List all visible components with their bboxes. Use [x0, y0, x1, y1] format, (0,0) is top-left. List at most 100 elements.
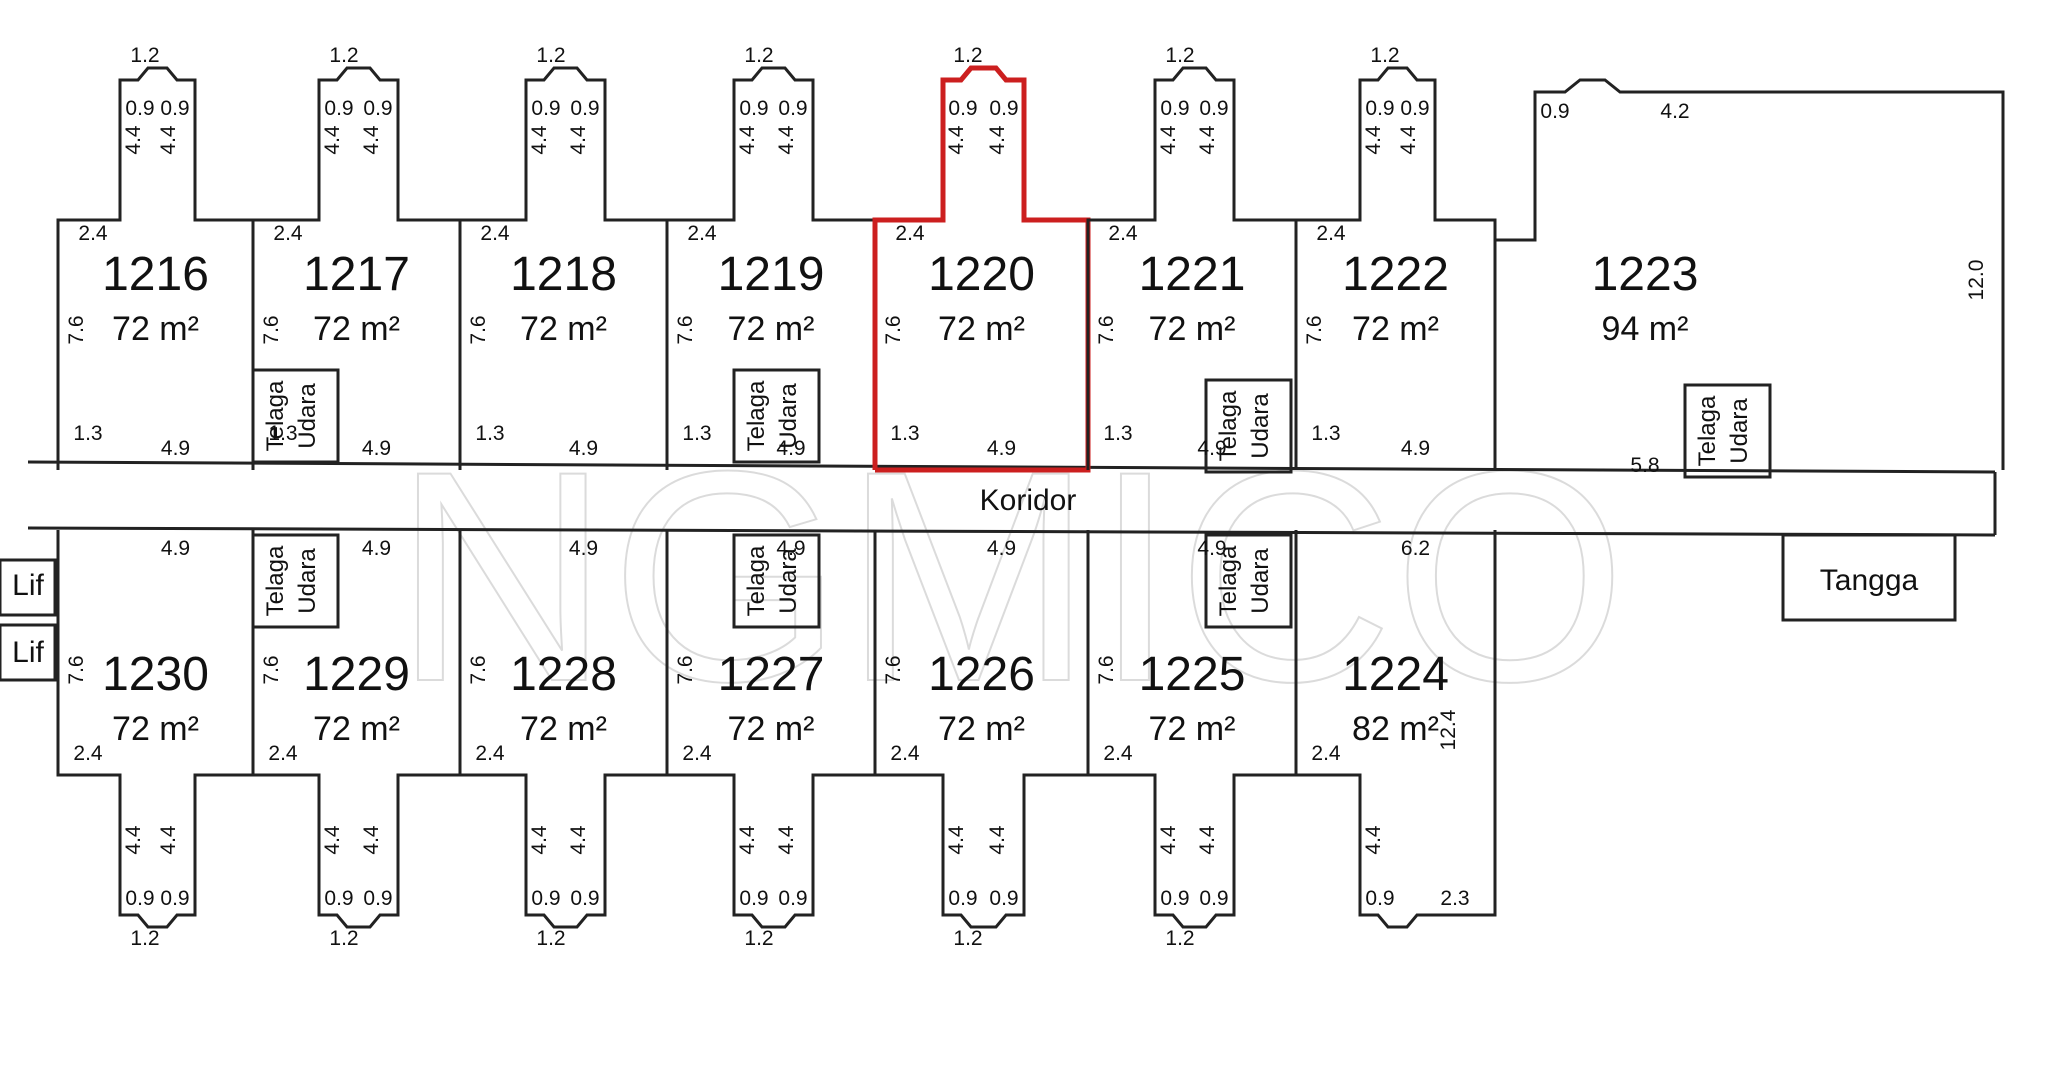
- unit-1227-area: 72 m²: [728, 710, 815, 748]
- unit-1217-dim-bay-depth-right: 4.4: [360, 125, 383, 155]
- unit-1218-dim-bay-top: 1.2: [536, 44, 565, 67]
- unit-1221-walls: [1086, 66, 1298, 470]
- unit-1226-walls: [873, 530, 1090, 929]
- unit-1219-dim-bay-depth-left: 4.4: [736, 125, 759, 155]
- unit-1218-dim-depth: 7.6: [467, 315, 490, 344]
- unit-1216-dim-bay-depth-left: 4.4: [122, 125, 145, 155]
- unit-1221-dim-bay-right: 0.9: [1199, 97, 1228, 120]
- unit-1217-area: 72 m²: [313, 310, 400, 348]
- airwell-top-1-line1: Telaga: [743, 380, 770, 451]
- unit-1230-dim-bay-bottom: 1.2: [130, 927, 159, 950]
- unit-1230-dim-bay-depth-right: 4.4: [157, 825, 180, 855]
- unit-1230-dim-shoulder: 2.4: [73, 742, 103, 765]
- unit-1216-dim-bay-top: 1.2: [130, 44, 159, 67]
- unit-1220-dim-front: 4.9: [987, 437, 1016, 460]
- unit-1217-dim-bay-left: 0.9: [324, 97, 353, 120]
- unit-1229-dim-bay-bottom: 1.2: [329, 927, 358, 950]
- unit-1228-dim-front: 4.9: [569, 537, 598, 560]
- unit-1219-dim-bay-top: 1.2: [744, 44, 773, 67]
- unit-1229-dim-bay-left: 0.9: [324, 887, 353, 910]
- unit-1226-dim-shoulder: 2.4: [890, 742, 920, 765]
- unit-1225-number: 1225: [1139, 648, 1246, 701]
- unit-1218-dim-shoulder: 2.4: [480, 222, 510, 245]
- unit-1216-walls: [56, 66, 255, 470]
- unit-1227-number: 1227: [718, 648, 825, 701]
- unit-1222-dim-shoulder: 2.4: [1316, 222, 1346, 245]
- unit-1219-dim-bay-right: 0.9: [778, 97, 807, 120]
- unit-1230-dim-front: 4.9: [161, 537, 190, 560]
- unit-1218-dim-bay-left: 0.9: [531, 97, 560, 120]
- unit-1219-dim-airwell-w: 1.3: [682, 422, 711, 445]
- airwell-top-0-line2: Udara: [294, 383, 321, 449]
- lift-1: [0, 558, 57, 617]
- corridor-wall-bottom: [27, 526, 1996, 537]
- unit-1224-dim-depth: 12.4: [1437, 709, 1460, 750]
- unit-1223-area: 94 m²: [1602, 310, 1689, 348]
- unit-1220-number: 1220: [928, 248, 1035, 301]
- unit-1220-dim-bay-depth-left: 4.4: [945, 125, 968, 155]
- unit-1222-dim-bay-top: 1.2: [1370, 44, 1399, 67]
- unit-1229-dim-bay-right: 0.9: [363, 887, 392, 910]
- unit-1218-dim-bay-right: 0.9: [570, 97, 599, 120]
- unit-1226-dim-bay-bottom: 1.2: [953, 927, 982, 950]
- unit-1225-dim-bay-right: 0.9: [1199, 887, 1228, 910]
- unit-1226-dim-front: 4.9: [987, 537, 1016, 560]
- unit-1226-dim-depth: 7.6: [882, 655, 905, 684]
- unit-1224-walls: [1294, 530, 1497, 929]
- unit-1228-dim-bay-left: 0.9: [531, 887, 560, 910]
- unit-1222-dim-bay-right: 0.9: [1400, 97, 1429, 120]
- unit-1230-area: 72 m²: [112, 710, 199, 748]
- unit-1229-number: 1229: [303, 648, 410, 701]
- unit-1217-dim-bay-right: 0.9: [363, 97, 392, 120]
- airwell-bottom-1-line2: Udara: [775, 548, 802, 614]
- unit-1225-dim-front: 4.9: [1197, 537, 1226, 560]
- watermark: NGMICO: [393, 408, 1626, 744]
- unit-1219-dim-bay-left: 0.9: [739, 97, 768, 120]
- unit-1223-dim-front: 5.8: [1630, 454, 1659, 477]
- lift-label-2: Lif: [12, 636, 44, 669]
- unit-1230-walls: [56, 530, 255, 929]
- unit-1217-number: 1217: [303, 248, 410, 301]
- unit-1227-dim-depth: 7.6: [674, 655, 697, 684]
- airwell-top-2: [1204, 378, 1293, 474]
- unit-1229-dim-depth: 7.6: [260, 655, 283, 684]
- unit-1225-dim-depth: 7.6: [1095, 655, 1118, 684]
- airwell-top-3-line2: Udara: [1726, 398, 1753, 464]
- unit-1221-dim-airwell-w: 1.3: [1103, 422, 1132, 445]
- airwell-top-3-line1: Telaga: [1694, 395, 1721, 466]
- unit-1219-dim-depth: 7.6: [674, 315, 697, 344]
- unit-1219-dim-shoulder: 2.4: [687, 222, 717, 245]
- unit-1220-dim-bay-top: 1.2: [953, 44, 982, 67]
- unit-1221-dim-depth: 7.6: [1095, 315, 1118, 344]
- unit-1230-dim-bay-right: 0.9: [160, 887, 189, 910]
- unit-1216-dim-front: 4.9: [161, 437, 190, 460]
- unit-1225-dim-bay-depth-right: 4.4: [1196, 825, 1219, 855]
- unit-1222-dim-bay-depth-right: 4.4: [1397, 125, 1420, 155]
- unit-1217-dim-bay-depth-left: 4.4: [321, 125, 344, 155]
- unit-1225-dim-shoulder: 2.4: [1103, 742, 1133, 765]
- unit-1224-dim-bay-depth: 4.4: [1362, 825, 1385, 855]
- unit-1224-dim-front: 6.2: [1401, 537, 1430, 560]
- corridor-label: Koridor: [980, 484, 1077, 517]
- unit-1217-dim-airwell-w: 1.3: [268, 422, 297, 445]
- unit-1222-dim-bay-left: 0.9: [1365, 97, 1394, 120]
- lift-label-1: Lif: [12, 569, 44, 602]
- unit-1221-area: 72 m²: [1149, 310, 1236, 348]
- unit-1225-dim-bay-depth: 4.4: [1157, 825, 1180, 855]
- unit-1216-dim-airwell-w: 1.3: [73, 422, 102, 445]
- unit-1216-dim-bay-left: 0.9: [125, 97, 154, 120]
- unit-1224-number: 1224: [1342, 648, 1449, 701]
- unit-1229-dim-front: 4.9: [362, 537, 391, 560]
- unit-1219-walls: [665, 66, 877, 470]
- unit-1225-area: 72 m²: [1149, 710, 1236, 748]
- unit-1220-dim-bay-right: 0.9: [989, 97, 1018, 120]
- unit-1222-dim-depth: 7.6: [1303, 315, 1326, 344]
- unit-1230-dim-bay-left: 0.9: [125, 887, 154, 910]
- unit-1228-dim-bay-depth: 4.4: [528, 825, 551, 855]
- airwell-top-1-line2: Udara: [775, 383, 802, 449]
- unit-1228-dim-bay-bottom: 1.2: [536, 927, 565, 950]
- airwell-top-0: [251, 368, 340, 464]
- airwell-bottom-1: [732, 533, 821, 629]
